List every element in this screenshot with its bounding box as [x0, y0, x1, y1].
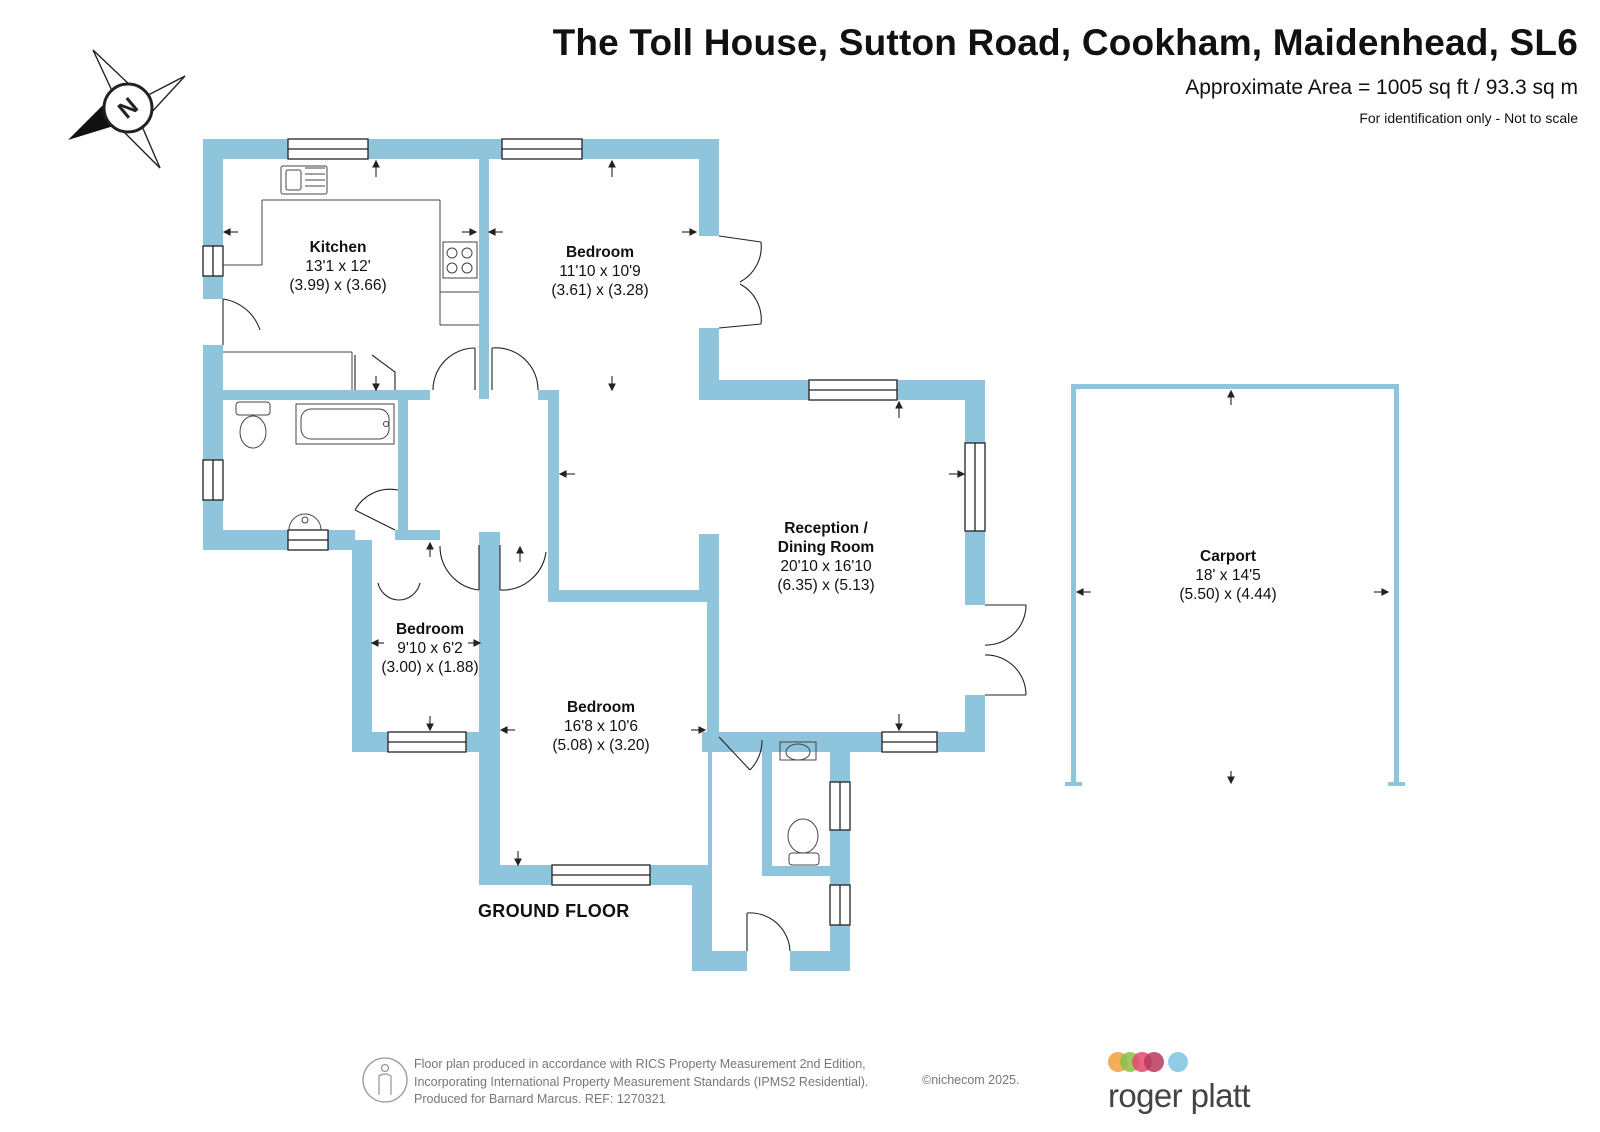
room-label-bedroom-3: Bedroom 16'8 x 10'6 (5.08) x (3.20) — [552, 698, 649, 755]
room-name: Kitchen — [309, 239, 367, 256]
room-label-carport: Carport 18' x 14'5 (5.50) x (4.44) — [1179, 547, 1276, 604]
room-size-imperial: 11'10 x 10'9 — [559, 263, 641, 280]
roger-platt-logo-mark — [1108, 1052, 1188, 1072]
floor-label: GROUND FLOOR — [478, 901, 630, 921]
logo-dot — [1144, 1052, 1164, 1072]
room-name-line-2: Dining Room — [777, 539, 875, 556]
roger-platt-logo-text: roger platt — [1108, 1077, 1251, 1114]
basin-icon — [288, 513, 322, 531]
dimension-arrows — [222, 159, 1390, 867]
room-label-bedroom-2: Bedroom 9'10 x 6'2 (3.00) x (1.88) — [381, 620, 478, 677]
room-size-metric: (6.35) x (5.13) — [777, 577, 875, 594]
windows — [202, 138, 986, 926]
logo-dot — [1168, 1052, 1188, 1072]
room-size-metric: (3.61) x (3.28) — [551, 282, 649, 299]
room-name-line-1: Reception / — [784, 520, 868, 537]
hob-icon — [442, 241, 478, 279]
room-size-imperial: 13'1 x 12' — [305, 258, 371, 275]
room-label-reception: Reception / Dining Room 20'10 x 16'10 (6… — [777, 519, 874, 595]
fixtures — [223, 165, 820, 866]
room-size-metric: (5.50) x (4.44) — [1179, 586, 1277, 603]
room-size-imperial: 9'10 x 6'2 — [397, 640, 463, 657]
room-name: Bedroom — [566, 699, 636, 716]
disclaimer-note: For identification only - Not to scale — [1359, 110, 1578, 126]
room-size-metric: (5.08) x (3.20) — [552, 737, 650, 754]
copyright: ©nichecom 2025. — [922, 1073, 1020, 1087]
page-title: The Toll House, Sutton Road, Cookham, Ma… — [552, 22, 1578, 63]
room-name: Carport — [1200, 548, 1256, 565]
room-name: Bedroom — [395, 621, 465, 638]
room-name: Bedroom — [565, 244, 635, 261]
wc-toilet-icon — [787, 818, 819, 854]
footer-line-3: Produced for Barnard Marcus. REF: 127032… — [414, 1092, 666, 1106]
doors — [222, 235, 1027, 952]
room-size-metric: (3.99) x (3.66) — [289, 277, 387, 294]
approximate-area: Approximate Area = 1005 sq ft / 93.3 sq … — [1185, 76, 1578, 99]
room-size-imperial: 20'10 x 16'10 — [780, 558, 872, 575]
footer-credits: Floor plan produced in accordance with R… — [414, 1056, 868, 1109]
bath-icon — [295, 403, 395, 445]
room-label-bedroom-1: Bedroom 11'10 x 10'9 (3.61) x (3.28) — [551, 243, 648, 300]
compass-icon: N — [68, 49, 186, 169]
room-size-imperial: 18' x 14'5 — [1195, 567, 1261, 584]
room-size-metric: (3.00) x (1.88) — [381, 659, 479, 676]
toilet-icon — [235, 401, 271, 416]
footer-line-2: Incorporating International Property Mea… — [414, 1074, 869, 1089]
room-size-imperial: 16'8 x 10'6 — [563, 718, 639, 735]
footer-line-1: Floor plan produced in accordance with R… — [414, 1057, 866, 1071]
info-person-icon — [362, 1057, 408, 1103]
room-label-kitchen: Kitchen 13'1 x 12' (3.99) x (3.66) — [289, 238, 386, 295]
sink-icon — [280, 165, 328, 195]
